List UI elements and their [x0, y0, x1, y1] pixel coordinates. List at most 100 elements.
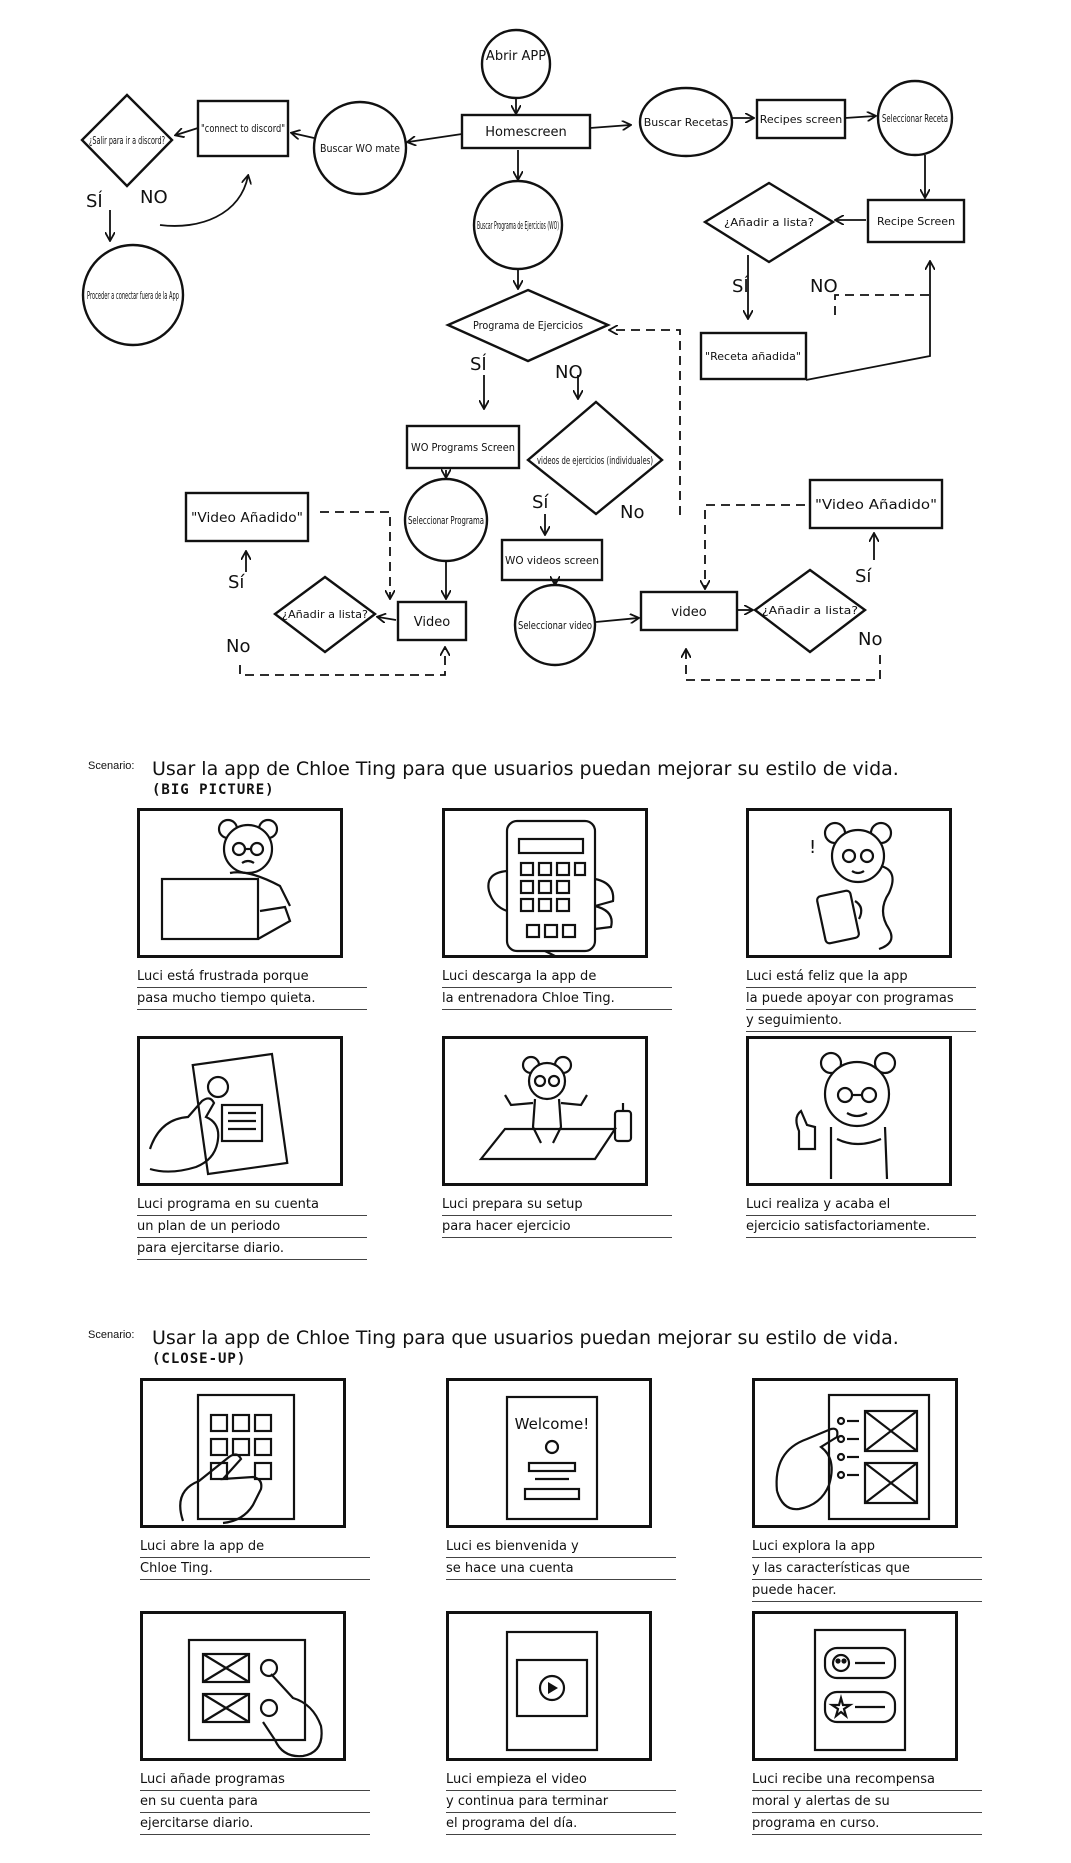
flow-edges: [110, 98, 930, 622]
caption-line: Luci es bienvenida y: [446, 1536, 676, 1558]
caption-line: Luci realiza y acaba el: [746, 1194, 976, 1216]
panel-frame: [140, 1611, 346, 1761]
label-seleccionar-video: Seleccionar video: [518, 619, 592, 632]
node-video-anadido-left: [184, 491, 310, 543]
edge-label-si-right: Sí: [855, 566, 872, 587]
node-programa-ejercicios: [445, 288, 611, 363]
character-at-laptop-icon: [160, 818, 292, 941]
caption-line: Luci prepara su setup: [442, 1194, 672, 1216]
label-wo-videos-screen: WO videos screen: [505, 554, 599, 567]
scenario-label: Scenario:: [88, 1329, 135, 1341]
panel-caption: Luci explora la app y las característica…: [752, 1536, 982, 1602]
caption-line: Luci recibe una recompensa: [752, 1769, 982, 1791]
panel-frame: [752, 1378, 958, 1528]
caption-line: para ejercitarse diario.: [137, 1238, 367, 1260]
hand-opening-app-icon: [179, 1393, 296, 1525]
caption-line: y las características que: [752, 1558, 982, 1580]
panel-caption: Luci realiza y acaba el ejercicio satisf…: [746, 1194, 976, 1238]
flowchart: Abrir APP Homescreen Buscar Recetas Reci…: [80, 28, 966, 681]
caption-line: Luci añade programas: [140, 1769, 370, 1791]
edge-label-no-programa: NO: [555, 362, 583, 383]
caption-line: Luci programa en su cuenta: [137, 1194, 367, 1216]
panel-frame: [137, 1036, 343, 1186]
panel-caption: Luci está feliz que la app la puede apoy…: [746, 966, 976, 1032]
character-on-yoga-mat-icon: [478, 1055, 633, 1161]
caption-line: pasa mucho tiempo quieta.: [137, 988, 367, 1010]
character-with-phone-icon: !: [809, 821, 894, 951]
edge-label-si-videos: Sí: [532, 492, 549, 513]
panel-caption: Luci recibe una recompensa moral y alert…: [752, 1769, 982, 1835]
panel-frame: [140, 1378, 346, 1528]
caption-line: la puede apoyar con programas: [746, 988, 976, 1010]
edge-label-no-discord: NO: [140, 187, 168, 208]
caption-line: Chloe Ting.: [140, 1558, 370, 1580]
scenario-text: Usar la app de Chloe Ting para que usuar…: [152, 1327, 899, 1349]
video-player-icon: [505, 1630, 599, 1752]
edge-label-no-right: No: [858, 629, 882, 650]
panel-frame: [446, 1611, 652, 1761]
caption-line: Luci abre la app de: [140, 1536, 370, 1558]
panel-frame: !: [746, 808, 952, 958]
panel-frame: [752, 1611, 958, 1761]
svg-text:Welcome!: Welcome!: [515, 1415, 590, 1433]
node-videos-individuales: [526, 400, 664, 516]
edge-label-si-recipe: SÍ: [732, 275, 749, 297]
label-anadir-lista-right: ¿Añadir a lista?: [762, 604, 858, 617]
caption-line: y continua para terminar: [446, 1791, 676, 1813]
welcome-screen-icon: Welcome!: [505, 1395, 599, 1521]
node-recipe-screen: [866, 198, 966, 244]
node-buscar-wo-mate: [312, 100, 408, 196]
caption-line: en su cuenta para: [140, 1791, 370, 1813]
panel-caption: Luci empieza el video y continua para te…: [446, 1769, 676, 1835]
node-wo-programs-screen: [405, 424, 521, 470]
caption-line: puede hacer.: [752, 1580, 982, 1602]
label-proceder: Proceder a conectar fuera de la App: [87, 289, 179, 302]
panel-frame: [746, 1036, 952, 1186]
label-anadir-lista-recipe: ¿Añadir a lista?: [724, 216, 814, 229]
panel-caption: Luci abre la app de Chloe Ting.: [140, 1536, 370, 1580]
label-buscar-wo-mate: Buscar WO mate: [320, 142, 400, 155]
panel-frame: [442, 1036, 648, 1186]
caption-line: el programa del día.: [446, 1813, 676, 1835]
edge-label-no-recipe: NO: [810, 276, 838, 297]
panel-frame: [137, 808, 343, 958]
caption-line: ejercicio satisfactoriamente.: [746, 1216, 976, 1238]
label-videos-individuales: videos de ejercicios (individuales): [537, 454, 653, 467]
edge-label-no-videos: No: [620, 502, 644, 523]
label-homescreen: Homescreen: [485, 125, 567, 140]
hand-tapping-document-icon: [148, 1052, 289, 1176]
caption-line: Luci está feliz que la app: [746, 966, 976, 988]
panel-caption: Luci descarga la app de la entrenadora C…: [442, 966, 672, 1010]
reward-alerts-icon: [813, 1628, 907, 1752]
caption-line: la entrenadora Chloe Ting.: [442, 988, 672, 1010]
node-seleccionar-receta: [876, 79, 954, 157]
caption-line: para hacer ejercicio: [442, 1216, 672, 1238]
panel-caption: Luci está frustrada porque pasa mucho ti…: [137, 966, 367, 1010]
panel-frame: Welcome!: [446, 1378, 652, 1528]
caption-line: Luci empieza el video: [446, 1769, 676, 1791]
label-salir-discord: ¿Salir para ir a discord?: [89, 134, 165, 147]
panel-caption: Luci añade programas en su cuenta para e…: [140, 1769, 370, 1835]
caption-line: moral y alertas de su: [752, 1791, 982, 1813]
caption-line: un plan de un periodo: [137, 1216, 367, 1238]
label-anadir-lista-left: ¿Añadir a lista?: [282, 608, 368, 621]
label-recipes-screen: Recipes screen: [760, 113, 843, 126]
label-video-left: Video: [414, 615, 450, 630]
label-receta-anadida: "Receta añadida": [705, 350, 801, 363]
panel-frame: [442, 808, 648, 958]
scenario-subtitle: (BIG PICTURE): [152, 782, 275, 798]
label-recipe-screen: Recipe Screen: [877, 215, 955, 228]
node-salir-discord: [80, 93, 174, 188]
hand-browsing-list-icon: [775, 1393, 931, 1521]
phone-in-hand-icon: [487, 819, 615, 955]
flow-dashed-edges: [239, 294, 930, 681]
node-anadir-lista-recipe: [702, 181, 836, 264]
label-video-anadido-left: "Video Añadido": [191, 511, 303, 526]
label-buscar-recetas: Buscar Recetas: [644, 116, 729, 129]
caption-line: Luci explora la app: [752, 1536, 982, 1558]
edge-label-no-left: No: [226, 636, 250, 657]
edge-label-si-discord: SÍ: [86, 190, 103, 212]
node-video-anadido-right: [808, 478, 944, 530]
node-buscar-recetas: [638, 86, 734, 158]
label-programa-ejercicios: Programa de Ejercicios: [473, 319, 583, 332]
